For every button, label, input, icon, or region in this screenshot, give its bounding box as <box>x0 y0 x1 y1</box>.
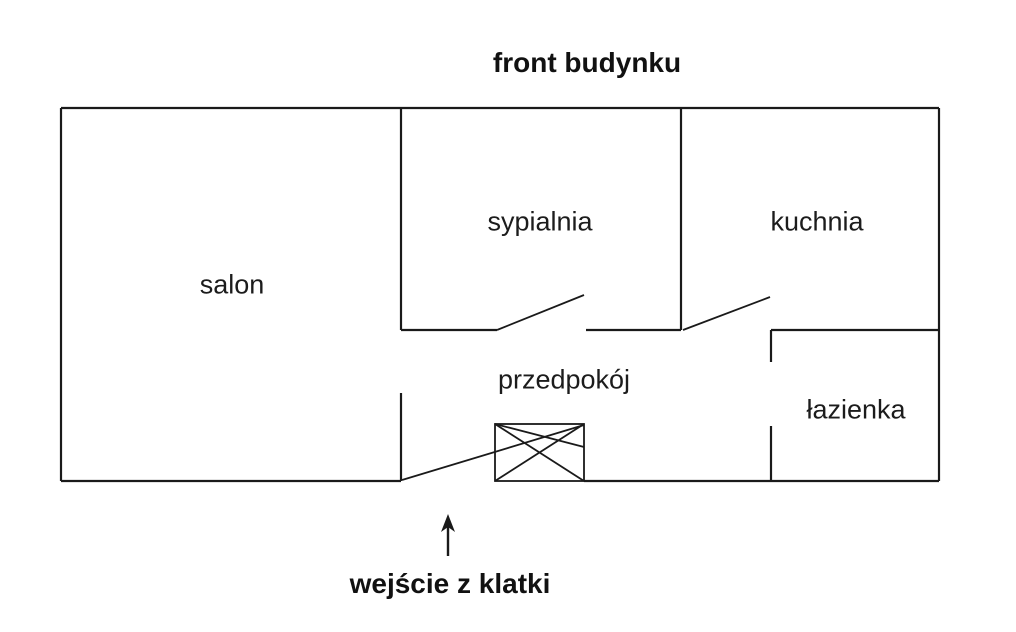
kuchnia-door-swing <box>682 296 771 331</box>
room-label-kuchnia: kuchnia <box>770 206 864 237</box>
entrance-shaft-symbol <box>494 423 585 482</box>
room-label-sypialnia: sypialnia <box>487 206 593 237</box>
entrance-door-swing <box>401 424 585 481</box>
shaft-box <box>494 423 585 482</box>
entrance-label: wejście z klatki <box>349 568 551 599</box>
walls <box>59 106 941 483</box>
entrance-arrow-icon <box>441 514 455 556</box>
door-swings <box>401 294 771 481</box>
room-label-przedpokoj: przedpokój <box>497 364 631 395</box>
arrow-head <box>441 514 455 532</box>
shaft-diagonal-3 <box>494 423 585 448</box>
shaft-diagonal-2 <box>494 423 585 482</box>
room-label-salon: salon <box>199 269 265 300</box>
room-label-lazienka: łazienka <box>806 394 906 425</box>
title-front-budynku: front budynku <box>492 47 682 78</box>
sypialnia-door-swing <box>496 294 585 331</box>
